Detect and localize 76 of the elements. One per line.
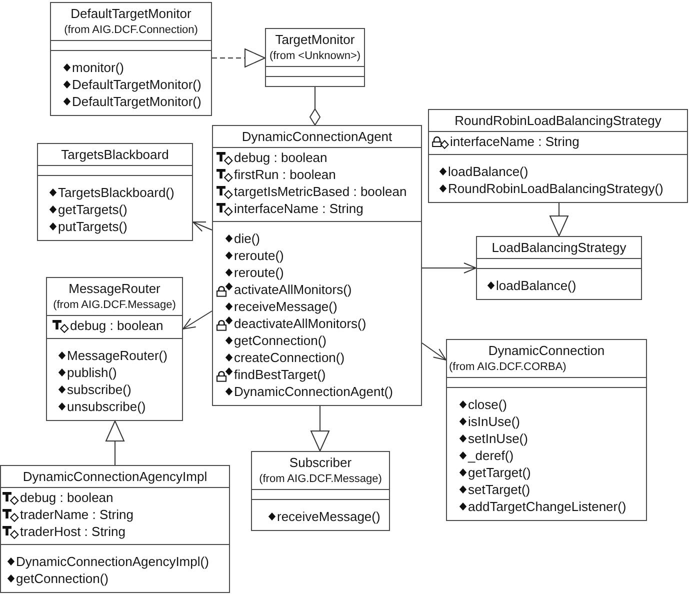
operation-text: deactivateAllMonitors(): [234, 315, 366, 332]
operation-text: monitor(): [72, 59, 124, 76]
operation-text: reroute(): [234, 247, 284, 264]
class-box: [212, 125, 422, 406]
class-box: [428, 109, 688, 203]
package-label: (from AIG.DCF.Message): [53, 298, 176, 313]
class-name: DynamicConnectionAgencyImpl: [22, 468, 208, 485]
class-box: [0, 465, 230, 593]
realization-arrow: [212, 48, 266, 68]
generalization-arrow: [550, 202, 568, 236]
attribute-text: targetIsMetricBased : boolean: [234, 183, 407, 200]
operation-text: MessageRouter(): [67, 347, 168, 364]
class-name: DynamicConnection: [488, 342, 605, 359]
operation-text: _deref(): [468, 447, 514, 464]
class-box: [46, 277, 183, 421]
operation-text: addTargetChangeListener(): [468, 498, 626, 515]
class-box: [37, 143, 193, 241]
operation-text: publish(): [67, 364, 117, 381]
class-box: [251, 451, 390, 531]
operation-text: die(): [234, 230, 260, 247]
association-arrow: [192, 222, 212, 232]
operation-text: loadBalance(): [448, 163, 528, 180]
class-name: TargetsBlackboard: [61, 146, 169, 163]
package-label: (from <Unknown>): [269, 49, 361, 64]
operation-text: setTarget(): [468, 481, 530, 498]
class-name: RoundRobinLoadBalancingStrategy: [454, 112, 662, 129]
class-box: [476, 236, 642, 300]
attribute-text: interfaceName : String: [450, 133, 580, 150]
operation-text: RoundRobinLoadBalancingStrategy(): [448, 180, 664, 197]
class-name: TargetMonitor: [275, 31, 355, 48]
association-arrow: [422, 262, 476, 274]
attribute-text: traderHost : String: [20, 523, 126, 540]
package-label: (from AIG.DCF.Connection): [64, 23, 198, 38]
operation-text: activateAllMonitors(): [234, 281, 352, 298]
aggregation-line: [310, 86, 320, 126]
operation-text: getConnection(): [234, 332, 326, 349]
attribute-text: debug : boolean: [70, 317, 164, 334]
operation-text: createConnection(): [234, 349, 345, 366]
operation-text: DynamicConnectionAgent(): [234, 383, 393, 400]
attribute-text: traderName : String: [20, 506, 134, 523]
operation-text: loadBalance(): [496, 277, 576, 294]
operation-text: DefaultTargetMonitor(): [72, 93, 202, 110]
operation-text: unsubscribe(): [67, 398, 146, 415]
class-name: LoadBalancingStrategy: [492, 239, 626, 256]
class-box: [50, 2, 212, 116]
operation-text: putTargets(): [58, 218, 128, 235]
association-arrow: [422, 342, 446, 360]
attribute-text: firstRun : boolean: [234, 166, 336, 183]
operation-text: getTarget(): [468, 464, 531, 481]
class-name: MessageRouter: [68, 280, 160, 297]
attribute-text: debug : boolean: [234, 149, 328, 166]
operation-text: DefaultTargetMonitor(): [72, 76, 202, 93]
package-label: (from AIG.DCF.Message): [259, 472, 382, 487]
association-arrow: [182, 310, 212, 330]
operation-text: receiveMessage(): [234, 298, 338, 315]
generalization-arrow: [310, 406, 330, 452]
generalization-arrow: [106, 420, 124, 466]
operation-text: close(): [468, 396, 508, 413]
operation-text: receiveMessage(): [277, 508, 380, 525]
class-name: DefaultTargetMonitor: [70, 5, 192, 22]
class-name: DynamicConnectionAgent: [242, 128, 392, 145]
operation-text: setInUse(): [468, 430, 528, 447]
attribute-text: interfaceName : String: [234, 200, 364, 217]
class-box: [446, 339, 647, 521]
package-label: (from AIG.DCF.CORBA): [449, 360, 566, 375]
operation-text: findBestTarget(): [234, 366, 326, 383]
operation-text: TargetsBlackboard(): [58, 184, 174, 201]
class-box: [265, 28, 365, 87]
operation-text: getConnection(): [16, 570, 108, 587]
class-name: Subscriber: [289, 454, 352, 471]
operation-text: DynamicConnectionAgencyImpl(): [16, 553, 209, 570]
operation-text: subscribe(): [67, 381, 132, 398]
operation-text: reroute(): [234, 264, 284, 281]
operation-text: isInUse(): [468, 413, 520, 430]
operation-text: getTargets(): [58, 201, 128, 218]
attribute-text: debug : boolean: [20, 489, 114, 506]
